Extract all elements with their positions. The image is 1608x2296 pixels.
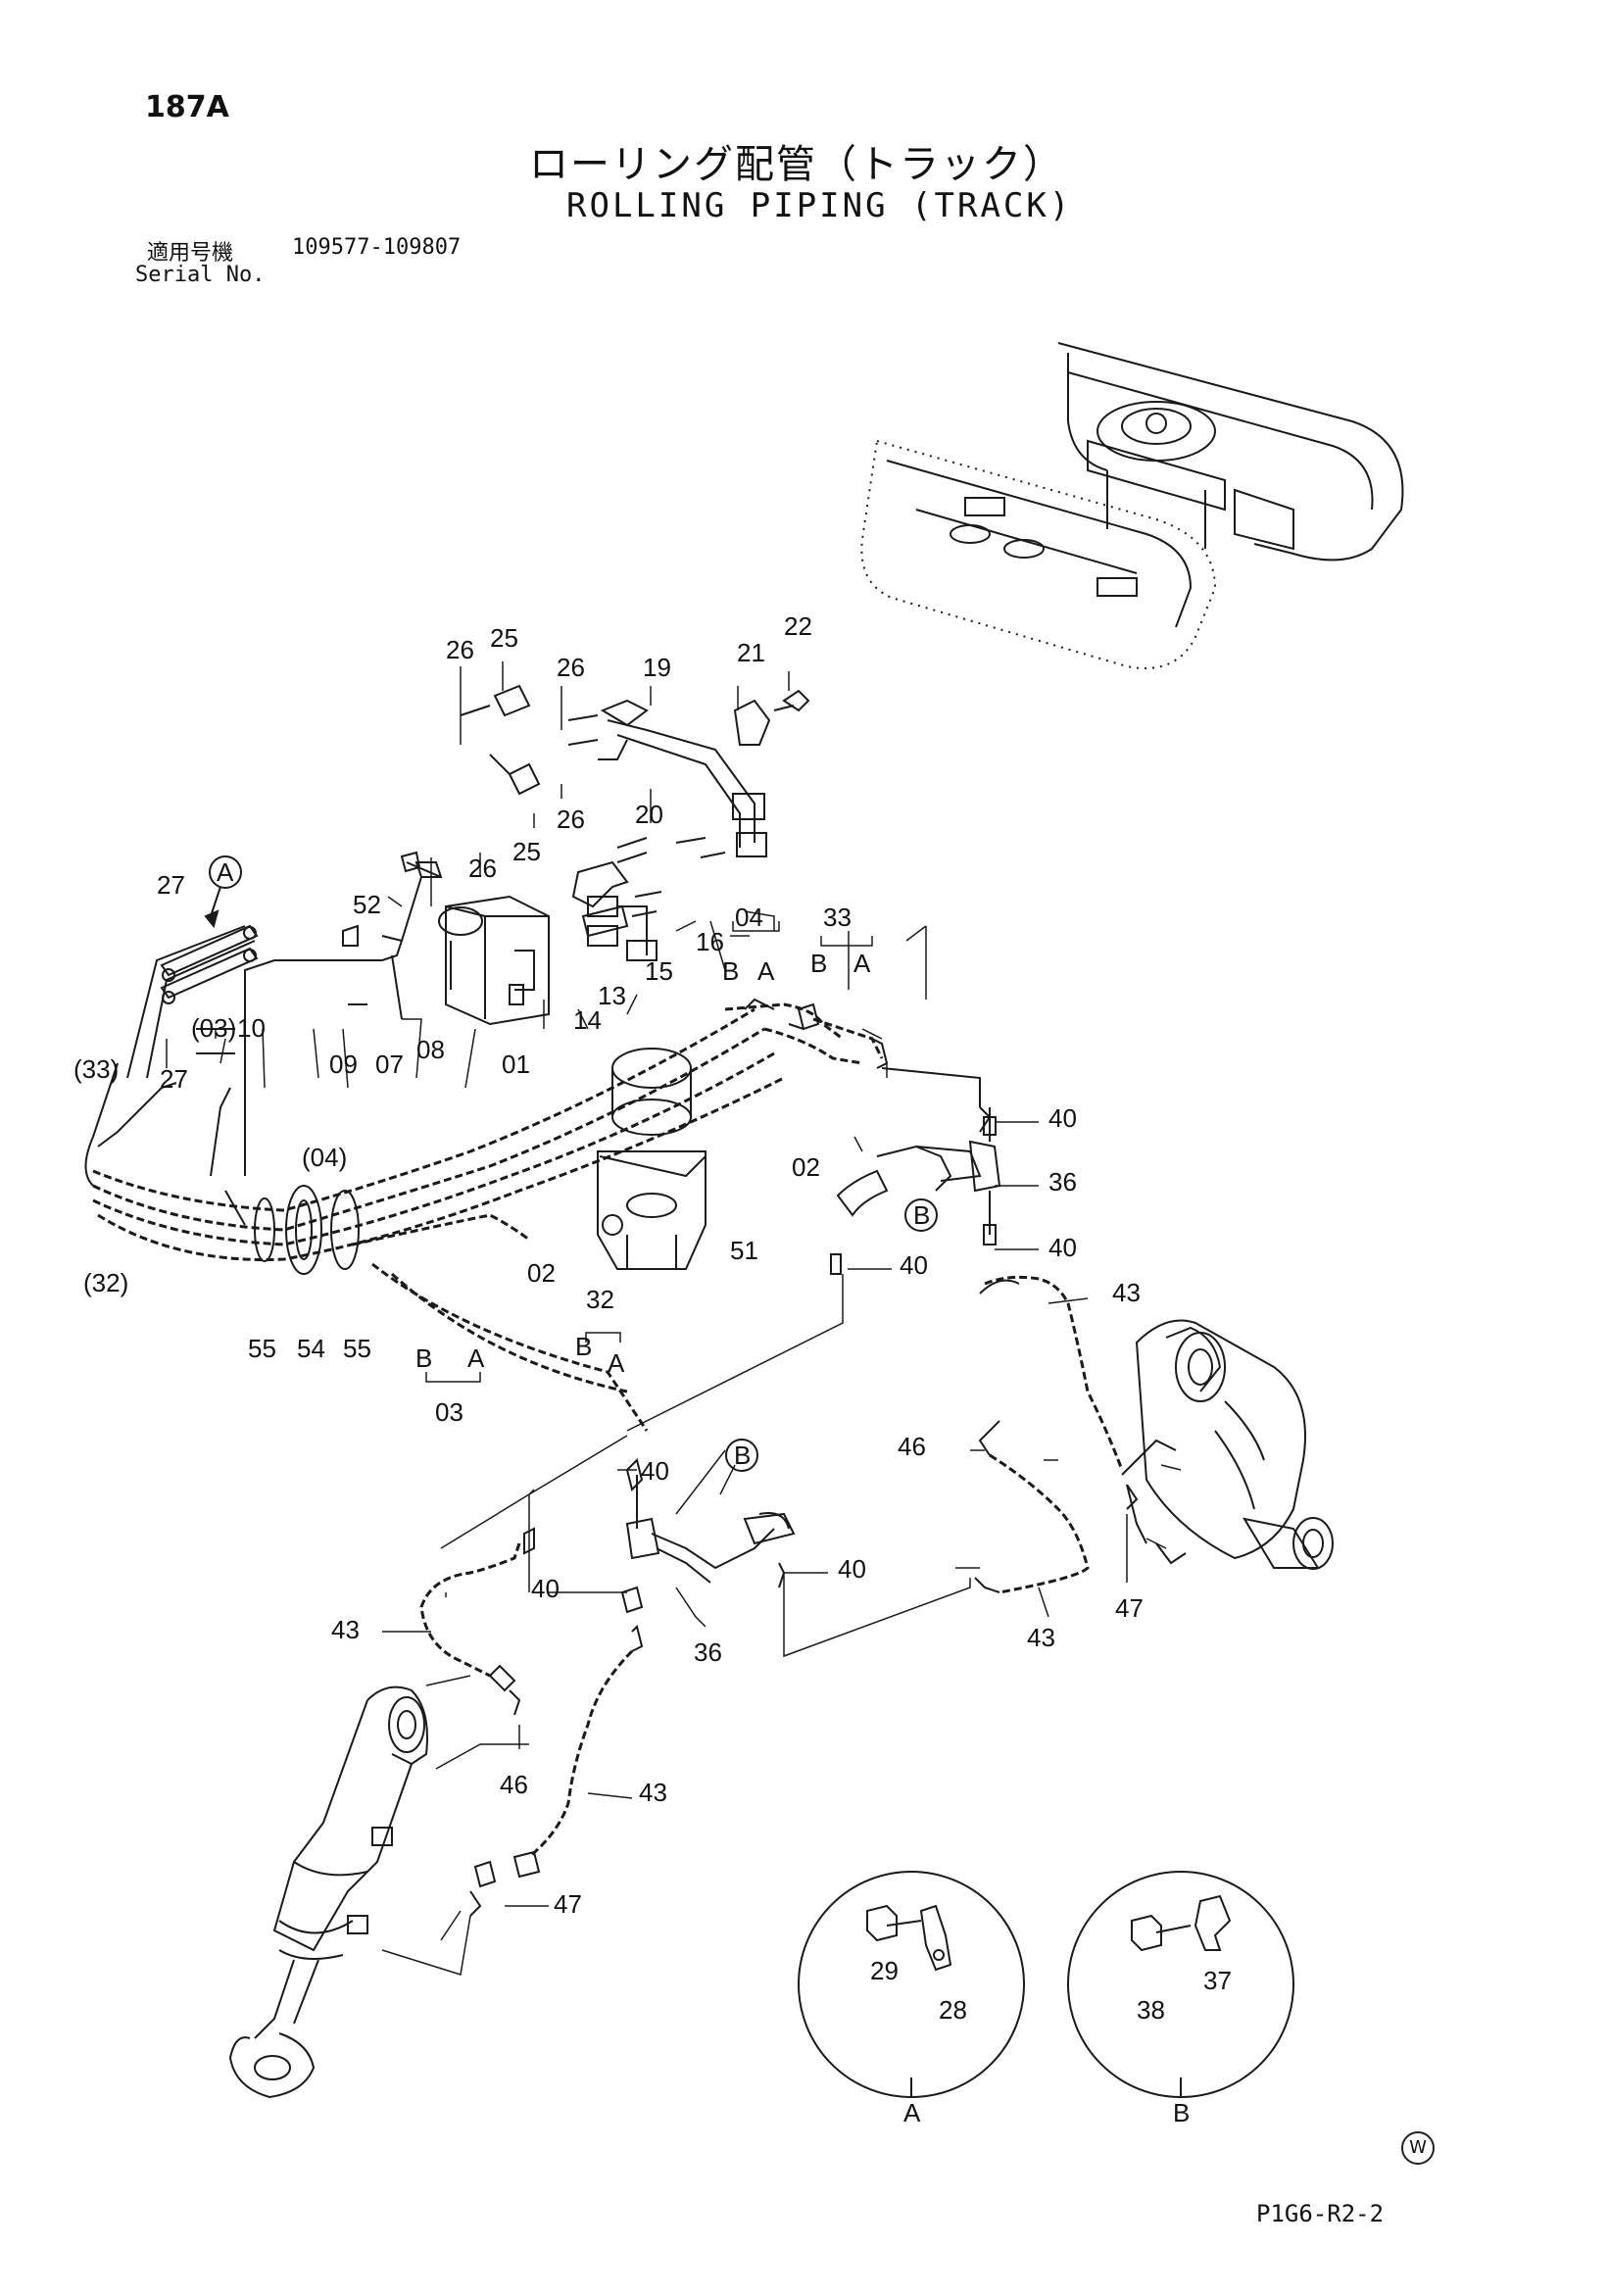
callout-label: 25	[490, 623, 518, 653]
callout-label: 22	[784, 611, 812, 641]
callout-label: 40	[900, 1250, 928, 1280]
detail-a-label: A	[903, 2098, 921, 2127]
callout-label: A	[757, 956, 775, 986]
callout-label: 02	[792, 1152, 820, 1182]
callout-label: B	[575, 1332, 592, 1361]
upper-brackets	[460, 684, 810, 938]
callout-label: 08	[416, 1035, 445, 1064]
callout-label: 09	[329, 1050, 358, 1079]
callout-label: 10	[237, 1013, 266, 1043]
serial-label-english: Serial No.	[135, 263, 266, 287]
callout-label: 43	[331, 1615, 360, 1644]
swivel-joint	[597, 1048, 707, 1270]
detail-view-b	[1067, 1871, 1294, 2098]
pipe-bracket-36-right	[830, 1107, 1001, 1275]
detail-a-part: 29	[870, 1956, 899, 1985]
callout-label: 36	[694, 1637, 722, 1667]
right-cylinder-assembly	[974, 1275, 1334, 1594]
hose-clamp-assembly	[254, 1185, 360, 1275]
callout-label: 07	[375, 1050, 404, 1079]
callout-label: (03)	[191, 1013, 236, 1043]
callout-label: 16	[696, 927, 724, 956]
callout-label: (32)	[83, 1268, 128, 1297]
watermark-mark: W	[1401, 2131, 1435, 2165]
callout-label: A	[217, 857, 234, 887]
callout-label: A	[608, 1348, 625, 1378]
detail-b-part: 37	[1203, 1966, 1232, 1995]
hose-bundle	[92, 1002, 884, 1432]
callout-label: (33)	[73, 1054, 119, 1084]
callout-label: 36	[1048, 1167, 1077, 1197]
callout-label: B	[722, 956, 739, 986]
lower-center-assembly	[419, 1458, 796, 1917]
callout-label: B	[913, 1200, 930, 1230]
callout-label: 43	[1112, 1278, 1141, 1307]
callout-label: 26	[557, 653, 585, 682]
callout-label: 43	[639, 1778, 667, 1807]
callout-label: 15	[645, 956, 673, 986]
callout-label: 46	[500, 1770, 528, 1799]
title-english: ROLLING PIPING (TRACK)	[566, 186, 1073, 225]
callout-label: 40	[1048, 1103, 1077, 1133]
callout-label: B	[810, 949, 827, 978]
callout-label: 26	[446, 635, 474, 664]
detail-b-label: B	[1173, 2098, 1190, 2127]
callout-label: 40	[1048, 1233, 1077, 1262]
callout-label: B	[734, 1441, 751, 1470]
callout-label: 32	[586, 1285, 614, 1314]
callout-label: 47	[1115, 1593, 1144, 1623]
callout-label: 04	[735, 903, 763, 932]
callout-label: 21	[737, 638, 765, 667]
fittings-left	[160, 886, 259, 1004]
callout-label: 03	[435, 1397, 463, 1427]
callout-label: A	[467, 1343, 485, 1373]
detail-b-part: 38	[1137, 1995, 1165, 2025]
bolt-52	[400, 851, 442, 878]
callout-label: A	[853, 949, 871, 978]
callout-label: 40	[838, 1554, 866, 1584]
callout-label: 40	[641, 1456, 669, 1486]
leader-lines	[166, 661, 1182, 1976]
callout-label: 54	[297, 1334, 325, 1363]
callout-label: 47	[554, 1889, 582, 1919]
title-japanese: ローリング配管（トラック）	[529, 142, 1064, 187]
callout-label: 19	[643, 653, 671, 682]
callout-label: 33	[823, 903, 852, 932]
page-code: 187A	[145, 90, 229, 124]
callout-label: 13	[598, 981, 626, 1010]
callout-label: 27	[160, 1064, 188, 1094]
part-number-labels: 26 25 26 19 21 22 26 20 25 26 27 A 52 16…	[73, 611, 1232, 2127]
drawing-code: P1G6-R2-2	[1256, 2200, 1385, 2227]
track-undercarriage-illustration	[860, 342, 1404, 669]
callout-label: 27	[157, 870, 185, 900]
right-upper-hoses	[744, 998, 992, 1133]
left-cylinder-assembly	[228, 1685, 428, 2099]
valve-assembly	[342, 861, 658, 1026]
callout-label: 25	[512, 837, 541, 866]
callout-label: B	[415, 1343, 432, 1373]
callout-label: 43	[1027, 1623, 1055, 1652]
callout-label: 14	[573, 1005, 602, 1035]
callout-label: 26	[468, 854, 497, 883]
serial-range: 109577-109807	[292, 235, 462, 260]
left-hose-routing	[84, 925, 382, 1226]
callout-label: 55	[248, 1334, 276, 1363]
detail-a-part: 28	[939, 1995, 967, 2025]
callout-label: 02	[527, 1258, 556, 1288]
serial-label-japanese: 適用号機	[147, 241, 234, 266]
callout-label: 20	[635, 800, 663, 829]
callout-label: 26	[557, 805, 585, 834]
callout-label: 01	[502, 1050, 530, 1079]
callout-label: 52	[353, 890, 381, 919]
callout-label: (04)	[302, 1143, 347, 1172]
callout-label: 51	[730, 1236, 758, 1265]
callout-label: 46	[898, 1432, 926, 1461]
callout-label: 55	[343, 1334, 371, 1363]
callout-label: 40	[531, 1574, 560, 1603]
detail-view-a	[798, 1871, 1025, 2098]
